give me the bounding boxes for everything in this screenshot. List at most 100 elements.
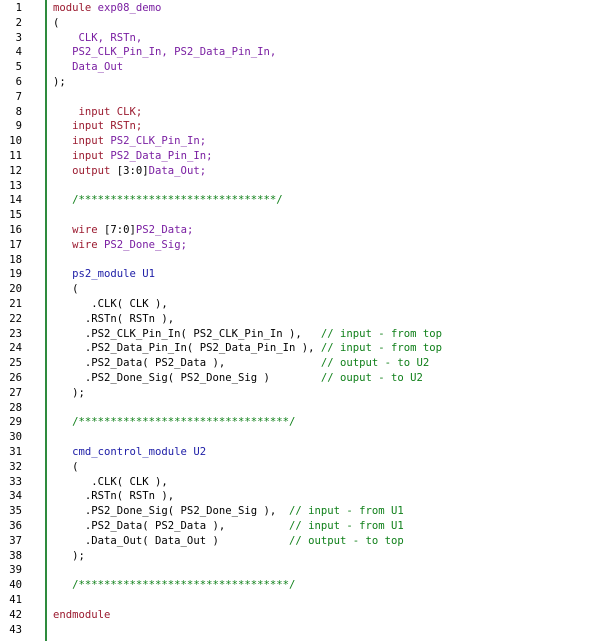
line-number: 31: [9, 446, 22, 458]
code-text[interactable]: cmd_control_module U2: [53, 445, 206, 460]
code-text[interactable]: /*********************************/: [53, 415, 295, 430]
line-number: 37: [9, 534, 22, 547]
code-token: .Data_Out( Data_Out ): [53, 534, 289, 547]
line-number: 41: [9, 594, 22, 606]
line-number: 32: [9, 460, 22, 473]
code-text[interactable]: .Data_Out( Data_Out ) // output - to top: [53, 534, 404, 549]
code-text[interactable]: .PS2_Data_Pin_In( PS2_Data_Pin_In ), // …: [53, 341, 442, 356]
line-number: 23: [9, 327, 22, 340]
line-number: 16: [9, 224, 22, 236]
line-number: 35: [9, 505, 22, 518]
line-number: 33: [9, 475, 22, 488]
code-token: // input - from U1: [289, 505, 404, 518]
code-token: /*********************************/: [53, 416, 296, 429]
code-token: // input - from top: [320, 342, 443, 355]
line-number: 27: [9, 386, 22, 399]
line-number: 26: [9, 372, 22, 384]
code-text[interactable]: endmodule: [53, 608, 110, 623]
code-text[interactable]: .RSTn( RSTn ),: [53, 312, 174, 327]
code-token: [3:0]: [116, 164, 149, 177]
line-number: 13: [9, 179, 22, 192]
code-text[interactable]: wire PS2_Done_Sig;: [53, 238, 187, 253]
code-token: // output - to top: [289, 534, 404, 547]
line-number: 43: [9, 623, 22, 636]
code-token: cmd_control_module: [53, 446, 194, 458]
code-token: (: [53, 283, 79, 296]
code-token: /*********************************/: [53, 579, 296, 592]
code-text[interactable]: .PS2_CLK_Pin_In( PS2_CLK_Pin_In ), // in…: [53, 327, 442, 342]
code-text[interactable]: (: [53, 460, 78, 475]
code-token: (: [53, 16, 60, 29]
code-token: wire: [53, 238, 105, 251]
code-text[interactable]: input CLK;: [53, 105, 143, 120]
code-text[interactable]: );: [53, 75, 66, 90]
code-text[interactable]: ps2_module U1: [53, 267, 155, 282]
line-number: 7: [15, 90, 22, 103]
code-token: // input - from top: [320, 327, 443, 340]
line-number: 9: [15, 120, 22, 133]
line-number: 22: [9, 312, 22, 325]
code-token: PS2_CLK_Pin_In, PS2_Data_Pin_In,: [53, 46, 277, 59]
code-token: // ouput - to U2: [320, 372, 423, 384]
line-number: 12: [9, 164, 22, 177]
code-text[interactable]: .CLK( CLK ),: [53, 297, 168, 312]
code-token: [7:0]: [104, 224, 136, 236]
code-token: .RSTn( RSTn ),: [53, 312, 175, 325]
code-text[interactable]: .CLK( CLK ),: [53, 475, 168, 490]
code-token: input: [53, 105, 117, 118]
line-number: 5: [15, 61, 22, 74]
code-text[interactable]: input PS2_CLK_Pin_In;: [53, 134, 206, 149]
code-text[interactable]: /*******************************/: [53, 193, 282, 208]
code-text[interactable]: (: [53, 16, 59, 31]
line-number: 11: [9, 150, 22, 162]
code-text[interactable]: Data_Out: [53, 60, 123, 75]
code-text[interactable]: /*********************************/: [53, 578, 295, 593]
code-token: module: [53, 2, 98, 14]
line-number: 14: [9, 194, 22, 207]
code-token: .PS2_Data_Pin_In( PS2_Data_Pin_In ),: [53, 342, 321, 355]
line-number: 1: [15, 2, 22, 14]
code-token: .PS2_Done_Sig( PS2_Done_Sig ),: [53, 505, 289, 518]
line-number: 28: [9, 401, 22, 414]
line-number: 3: [15, 31, 22, 44]
code-token: );: [53, 386, 85, 399]
code-text[interactable]: wire [7:0]PS2_Data;: [53, 223, 193, 238]
line-number: 42: [9, 608, 22, 621]
code-text[interactable]: input RSTn;: [53, 119, 142, 134]
code-token: ps2_module: [53, 268, 143, 281]
code-text[interactable]: .PS2_Done_Sig( PS2_Done_Sig ), // input …: [53, 504, 404, 519]
code-token: CLK, RSTn,: [53, 31, 143, 44]
code-token: .RSTn( RSTn ),: [53, 490, 175, 503]
line-number: 17: [9, 238, 22, 251]
code-text[interactable]: CLK, RSTn,: [53, 31, 143, 46]
code-token: CLK;: [116, 105, 143, 118]
code-text[interactable]: .PS2_Done_Sig( PS2_Done_Sig ) // ouput -…: [53, 371, 423, 386]
line-number: 38: [9, 549, 22, 562]
code-token: );: [53, 549, 85, 562]
code-text[interactable]: (: [53, 282, 79, 297]
code-text[interactable]: );: [53, 549, 85, 564]
line-number: 24: [9, 342, 22, 355]
code-token: );: [53, 76, 66, 88]
code-text[interactable]: module exp08_demo: [53, 1, 161, 16]
line-number: 30: [9, 431, 22, 444]
code-token: // input - from U1: [289, 520, 404, 532]
code-text[interactable]: .PS2_Data( PS2_Data ), // input - from U…: [53, 519, 404, 534]
code-token: .PS2_Data( PS2_Data ),: [53, 357, 321, 370]
code-text[interactable]: output [3:0]Data_Out;: [53, 164, 206, 179]
code-token: PS2_Data_Pin_In;: [110, 150, 213, 162]
code-token: input: [53, 135, 111, 148]
code-text[interactable]: input PS2_Data_Pin_In;: [53, 149, 212, 164]
code-token: .PS2_Done_Sig( PS2_Done_Sig ): [53, 372, 321, 384]
line-number: 36: [9, 520, 22, 532]
line-number: 6: [15, 76, 22, 88]
code-text[interactable]: );: [53, 386, 85, 401]
line-number: 2: [15, 16, 22, 29]
code-token: input: [53, 150, 111, 162]
code-text[interactable]: .PS2_Data( PS2_Data ), // output - to U2: [53, 356, 429, 371]
code-text[interactable]: PS2_CLK_Pin_In, PS2_Data_Pin_In,: [53, 45, 276, 60]
code-token: Data_Out: [53, 61, 124, 74]
code-token: PS2_Done_Sig;: [104, 238, 187, 251]
code-text[interactable]: .RSTn( RSTn ),: [53, 489, 174, 504]
